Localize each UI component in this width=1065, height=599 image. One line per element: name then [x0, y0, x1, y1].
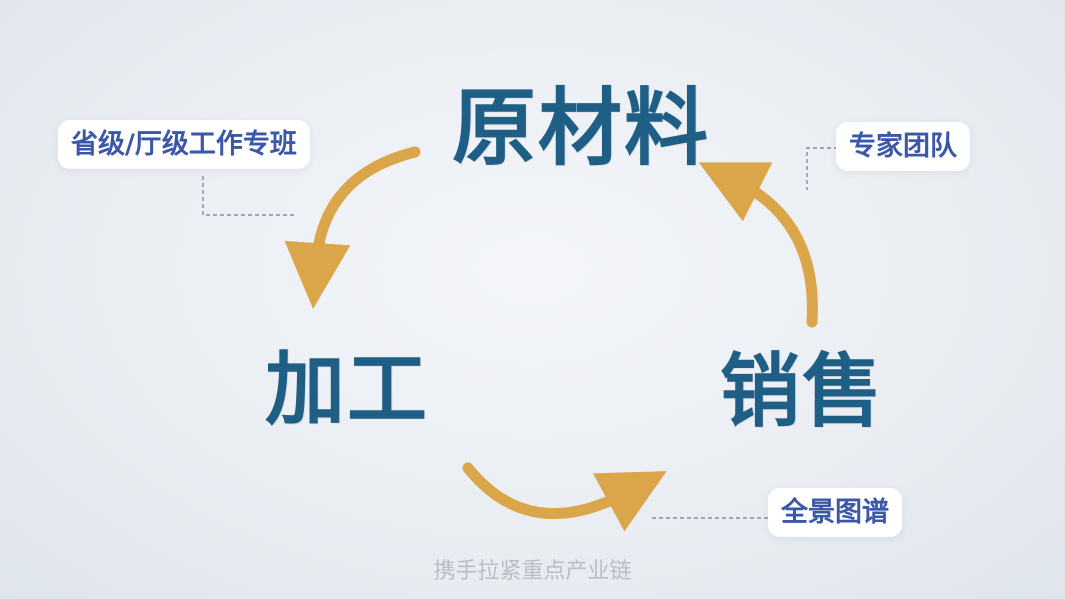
node-raw-material: 原材料: [452, 79, 711, 177]
tag-panorama-map: 全景图谱: [768, 488, 902, 537]
tag-task-force: 省级/厅级工作专班: [58, 120, 310, 169]
connector-team: [202, 176, 295, 216]
connector-experts: [806, 147, 838, 190]
node-processing: 加工: [265, 343, 429, 436]
node-sales: 销售: [720, 345, 884, 438]
subtitle-caption: 携手拉紧重点产业链: [433, 559, 632, 584]
arrow-sales-to-raw: [698, 162, 818, 328]
arrow-raw-to-processing: [284, 146, 421, 309]
arrow-processing-to-sales: [462, 462, 667, 532]
tag-expert-team: 专家团队: [836, 122, 970, 171]
